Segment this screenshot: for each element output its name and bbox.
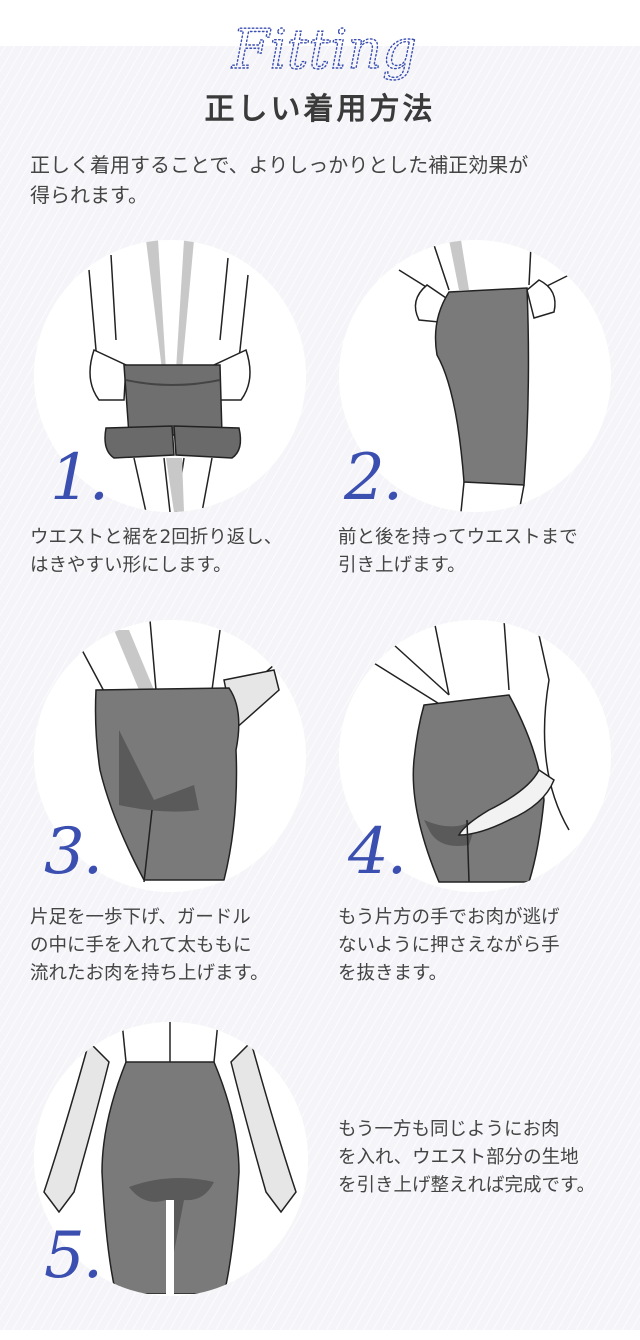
folded-girdle-illustration-icon <box>88 240 251 512</box>
step-2-number: 2. <box>344 441 403 515</box>
step-5-number: 5. <box>44 1219 103 1293</box>
step-3-text: 片足を一歩下げ、ガードル の中に手を入れて太ももに 流れたお肉を持ち上げます。 <box>30 907 269 984</box>
step-3-illustration-circle <box>34 620 306 892</box>
step-4-number: 4. <box>348 815 407 889</box>
svg-text:Fitting: Fitting <box>231 18 417 81</box>
step-5-illustration-circle <box>34 1022 308 1296</box>
step-3-number: 3. <box>44 815 103 889</box>
step-5-text: もう一方も同じようにお肉 を入れ、ウエスト部分の生地 を引き上げ整えれば完成です… <box>338 1119 596 1196</box>
fitting-script-heading: Fitting <box>220 6 420 86</box>
page-title: 正しい着用方法 <box>204 92 436 127</box>
top-white-band <box>0 0 640 46</box>
completed-fit-illustration-icon <box>43 1022 297 1294</box>
pulling-up-illustration-icon <box>398 240 570 512</box>
holding-flesh-illustration-icon <box>368 620 570 883</box>
step-1-text: ウエストと裾を2回折り返し、 はきやすい形にします。 <box>30 527 283 576</box>
intro-text: 正しく着用することで、よりしっかりとした補正効果が 得られます。 <box>30 153 529 207</box>
step-1-illustration-circle <box>34 240 306 512</box>
step-2-text: 前と後を持ってウエストまで 引き上げます。 <box>338 527 578 576</box>
lifting-flesh-illustration-icon <box>81 620 280 883</box>
step-2-illustration-circle <box>339 240 611 512</box>
step-4-text: もう片方の手でお肉が逃げ ないように押さえながら手 を抜きます。 <box>338 907 560 984</box>
dotted-script-text-icon: Fitting <box>230 17 417 81</box>
step-1-number: 1. <box>50 441 109 515</box>
step-4-illustration-circle <box>339 620 611 892</box>
